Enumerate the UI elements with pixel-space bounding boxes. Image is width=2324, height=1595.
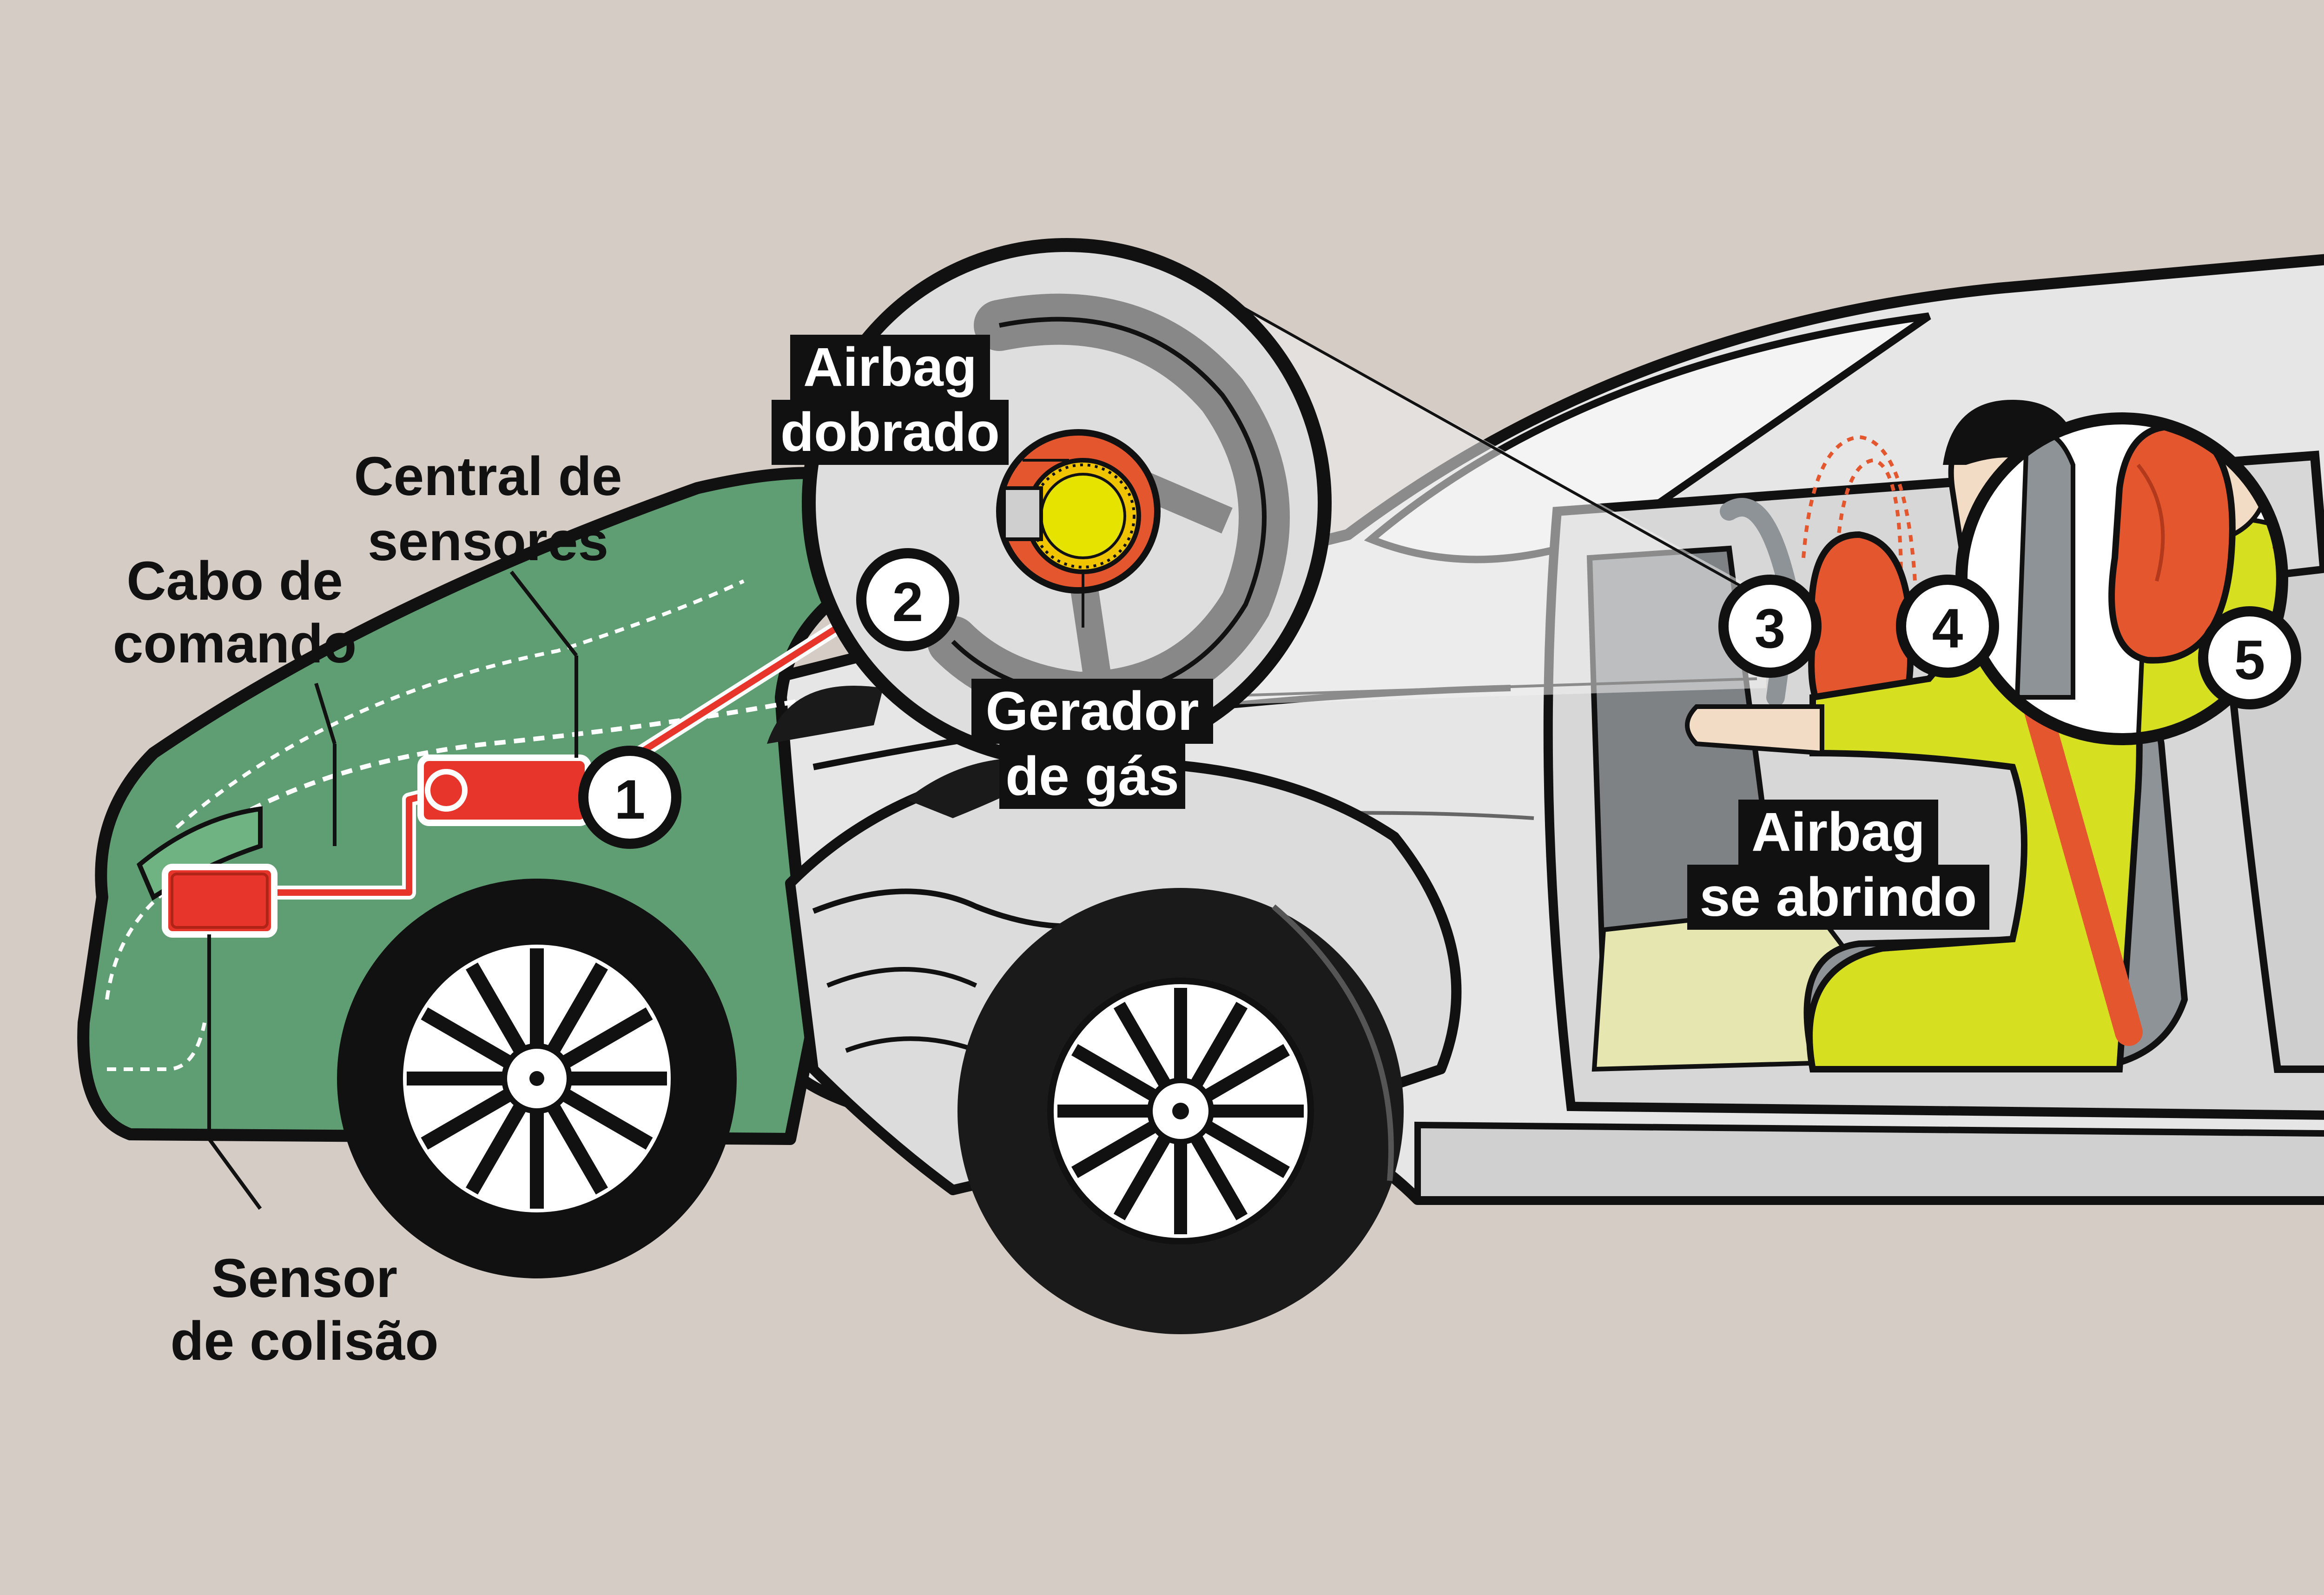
label-central-de-sensores-line2: sensores — [368, 511, 608, 572]
step-marker-2: 2 — [856, 548, 959, 651]
step-number-2: 2 — [892, 571, 924, 633]
label-airbag-se-abrindo: Airbag se abrindo — [1687, 800, 1989, 930]
label-cabo-de-comando-line2: comando — [113, 613, 357, 675]
label-sensor-de-colisao-line1: Sensor — [211, 1248, 397, 1309]
step-number-1: 1 — [614, 768, 646, 831]
label-central-de-sensores: Central de sensores — [354, 446, 622, 572]
label-cabo-de-comando: Cabo de comando — [113, 550, 357, 675]
label-airbag-dobrado: Airbag dobrado — [772, 335, 1009, 465]
step-number-4: 4 — [1932, 597, 1963, 660]
label-gerador-de-gas-line2: de gás — [1005, 746, 1179, 807]
step-marker-5: 5 — [2198, 606, 2301, 709]
label-sensor-de-colisao: Sensor de colisão — [170, 1248, 438, 1372]
step-marker-4: 4 — [1896, 575, 1999, 678]
label-airbag-dobrado-line2: dobrado — [780, 402, 1000, 463]
leader-lines — [207, 570, 578, 1210]
label-central-de-sensores-line1: Central de — [354, 446, 622, 507]
front-wheel — [337, 879, 737, 1278]
step-number-5: 5 — [2234, 629, 2265, 691]
step-marker-1: 1 — [578, 746, 681, 849]
label-airbag-se-abrindo-line2: se abrindo — [1700, 867, 1977, 928]
rear-wheel — [957, 888, 1404, 1334]
label-gerador-de-gas-line1: Gerador — [985, 681, 1199, 742]
label-cabo-de-comando-line1: Cabo de — [126, 550, 343, 612]
label-airbag-se-abrindo-line1: Airbag — [1751, 801, 1925, 863]
label-gerador-de-gas: Gerador de gás — [971, 679, 1213, 809]
label-airbag-dobrado-line1: Airbag — [803, 337, 977, 398]
label-sensor-de-colisao-line2: de colisão — [170, 1310, 438, 1372]
crash-sensor — [162, 864, 277, 938]
sensor-control-unit — [417, 754, 591, 826]
step-marker-3: 3 — [1718, 575, 1822, 678]
step-number-3: 3 — [1755, 597, 1786, 660]
